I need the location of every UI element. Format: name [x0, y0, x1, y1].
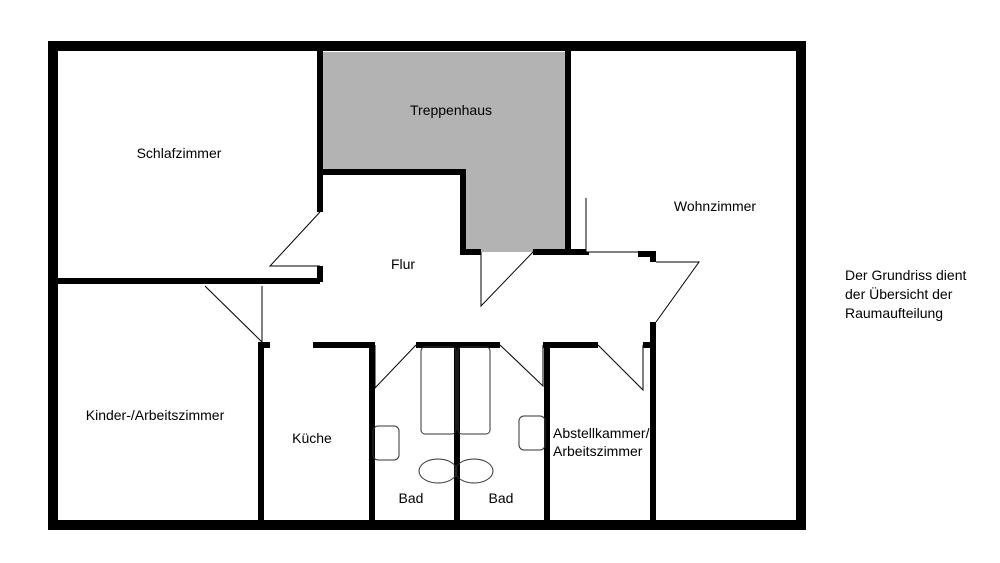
toilet-left [372, 425, 400, 461]
label-abstellkammer-line2: Arbeitszimmer [553, 443, 643, 459]
stairwell-area [320, 52, 568, 252]
plan-description: Der Grundriss dient der Übersicht der Ra… [845, 266, 995, 323]
door-abstellkammer [597, 344, 644, 392]
door-wohnzimmer-lower [655, 261, 700, 323]
interior-walls [58, 50, 656, 521]
door-bad-left [374, 344, 417, 390]
door-treppenhaus [480, 251, 534, 308]
door-schlafzimmer [268, 211, 321, 267]
toilet-right [518, 415, 546, 451]
description-line-3: Raumaufteilung [845, 305, 944, 321]
door-swings [204, 198, 700, 392]
description-line-2: der Übersicht der [845, 286, 953, 302]
label-bad-left: Bad [399, 490, 424, 506]
sink-right [454, 458, 494, 484]
label-kueche: Küche [292, 430, 332, 446]
door-bad-right [499, 344, 544, 388]
label-kinder-arbeitszimmer: Kinder-/Arbeitszimmer [86, 407, 225, 423]
label-treppenhaus: Treppenhaus [410, 102, 492, 118]
description-line-1: Der Grundriss dient [845, 267, 967, 283]
label-wohnzimmer: Wohnzimmer [674, 198, 757, 214]
label-abstellkammer-line1: Abstellkammer/ [553, 425, 650, 441]
door-kinderzimmer [204, 285, 263, 344]
label-bad-right: Bad [489, 490, 514, 506]
sink-left [418, 458, 458, 484]
outer-wall [48, 41, 806, 530]
label-flur: Flur [391, 256, 415, 272]
bathtub-right [457, 346, 491, 435]
bathroom-fixtures [372, 346, 546, 484]
bathtub-left [420, 346, 457, 435]
label-schlafzimmer: Schlafzimmer [137, 145, 222, 161]
door-wohnzimmer-upper [585, 198, 638, 253]
